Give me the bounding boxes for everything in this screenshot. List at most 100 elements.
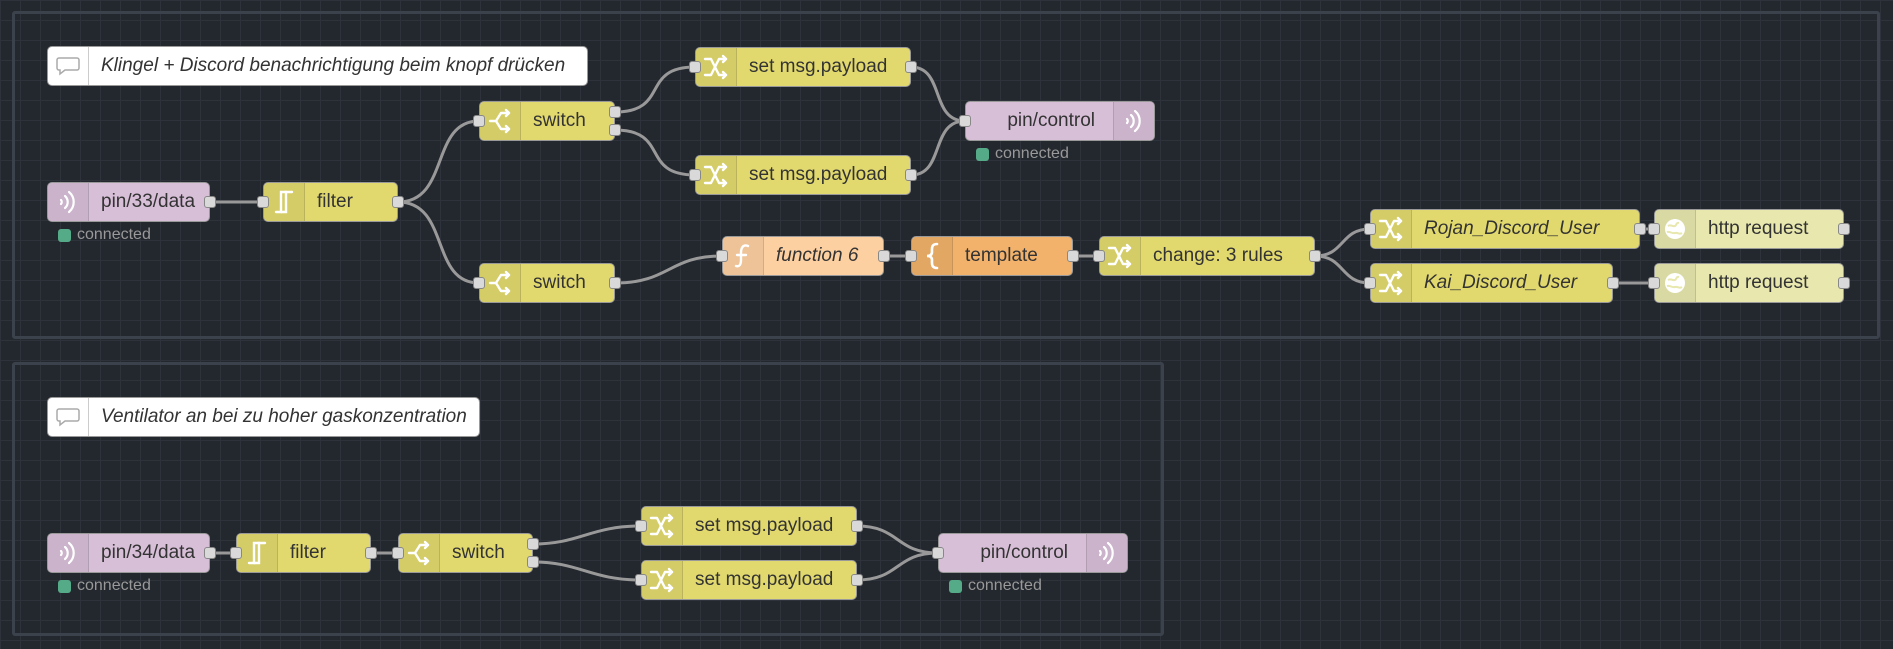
wire [614, 65, 696, 114]
node-label: switch [533, 110, 586, 131]
mqtt-out-node[interactable]: pin/control [938, 533, 1128, 573]
input-port[interactable] [230, 547, 242, 559]
mqtt-icon [1113, 102, 1154, 140]
change-icon [1371, 264, 1412, 302]
output-port[interactable] [1309, 250, 1321, 262]
change-node[interactable]: set msg.payload [641, 560, 857, 600]
change-node[interactable]: set msg.payload [641, 506, 857, 546]
wire [1314, 254, 1371, 285]
wire [397, 119, 480, 204]
output-port[interactable] [905, 169, 917, 181]
filter-node[interactable]: filter [236, 533, 371, 573]
globe-icon [1655, 210, 1696, 248]
node-label: switch [452, 542, 505, 563]
change-node[interactable]: change: 3 rules [1099, 236, 1315, 276]
output-port[interactable] [1067, 250, 1079, 262]
flow-group-1[interactable] [12, 11, 1880, 339]
change-node[interactable]: Rojan_Discord_User [1370, 209, 1640, 249]
switch-icon [399, 534, 440, 572]
node-label: pin/34/data [101, 542, 196, 563]
status-text: connected [77, 226, 151, 243]
node-label: change: 3 rules [1153, 245, 1283, 266]
change-node[interactable]: set msg.payload [695, 47, 911, 87]
input-port[interactable] [959, 115, 971, 127]
input-port[interactable] [1364, 223, 1376, 235]
output-port[interactable] [851, 574, 863, 586]
input-port[interactable] [1093, 250, 1105, 262]
input-port[interactable] [635, 520, 647, 532]
output-port[interactable] [905, 61, 917, 73]
change-node[interactable]: Kai_Discord_User [1370, 263, 1613, 303]
input-port[interactable] [473, 277, 485, 289]
input-port[interactable] [1364, 277, 1376, 289]
output-port[interactable] [1838, 223, 1850, 235]
output-port[interactable] [609, 124, 621, 136]
input-port[interactable] [689, 61, 701, 73]
template-node[interactable]: template [911, 236, 1073, 276]
flow-group-2[interactable] [12, 362, 1164, 636]
mqtt-in-node[interactable]: pin/33/data [47, 182, 210, 222]
mqtt-icon [48, 183, 89, 221]
function-node[interactable]: function 6 [722, 236, 884, 276]
mqtt-in-node[interactable]: pin/34/data [47, 533, 210, 573]
switch-node[interactable]: switch [398, 533, 533, 573]
output-port[interactable] [527, 538, 539, 550]
node-label: http request [1708, 272, 1809, 293]
output-port[interactable] [204, 196, 216, 208]
output-port[interactable] [365, 547, 377, 559]
input-port[interactable] [905, 250, 917, 262]
input-port[interactable] [1648, 223, 1660, 235]
output-port[interactable] [392, 196, 404, 208]
status-indicator: connected [949, 577, 1042, 595]
mqtt-icon [1086, 534, 1127, 572]
input-port[interactable] [392, 547, 404, 559]
filter-node[interactable]: filter [263, 182, 398, 222]
input-port[interactable] [473, 115, 485, 127]
input-port[interactable] [257, 196, 269, 208]
wire [397, 200, 480, 285]
comment-node[interactable]: Ventilator an bei zu hoher gaskonzentrat… [47, 397, 480, 437]
input-port[interactable] [932, 547, 944, 559]
status-indicator: connected [58, 577, 151, 595]
wire [856, 524, 939, 555]
node-label: Kai_Discord_User [1424, 272, 1578, 293]
comment-icon [48, 398, 89, 436]
status-indicator: connected [58, 226, 151, 244]
wire [910, 119, 966, 177]
input-port[interactable] [635, 574, 647, 586]
status-dot-icon [949, 579, 962, 593]
output-port[interactable] [878, 250, 890, 262]
input-port[interactable] [1648, 277, 1660, 289]
wire [532, 524, 642, 546]
output-port[interactable] [204, 547, 216, 559]
output-port[interactable] [1838, 277, 1850, 289]
node-label: function 6 [776, 245, 859, 266]
input-port[interactable] [689, 169, 701, 181]
change-node[interactable]: set msg.payload [695, 155, 911, 195]
input-port[interactable] [716, 250, 728, 262]
comment-node[interactable]: Klingel + Discord benachrichtigung beim … [47, 46, 588, 86]
filter-icon [264, 183, 305, 221]
output-port[interactable] [1634, 223, 1646, 235]
switch-node[interactable]: switch [479, 101, 615, 141]
switch-icon [480, 264, 521, 302]
output-port[interactable] [609, 277, 621, 289]
output-port[interactable] [609, 106, 621, 118]
output-port[interactable] [1607, 277, 1619, 289]
http-request-node[interactable]: http request [1654, 263, 1844, 303]
switch-node[interactable]: switch [479, 263, 615, 303]
node-label: pin/33/data [101, 191, 196, 212]
node-label: set msg.payload [695, 515, 834, 536]
wire [532, 560, 642, 582]
output-port[interactable] [527, 556, 539, 568]
node-label: set msg.payload [695, 569, 834, 590]
mqtt-out-node[interactable]: pin/control [965, 101, 1155, 141]
output-port[interactable] [851, 520, 863, 532]
wire [614, 128, 696, 177]
http-request-node[interactable]: http request [1654, 209, 1844, 249]
switch-icon [480, 102, 521, 140]
node-label: switch [533, 272, 586, 293]
status-text: connected [968, 577, 1042, 594]
